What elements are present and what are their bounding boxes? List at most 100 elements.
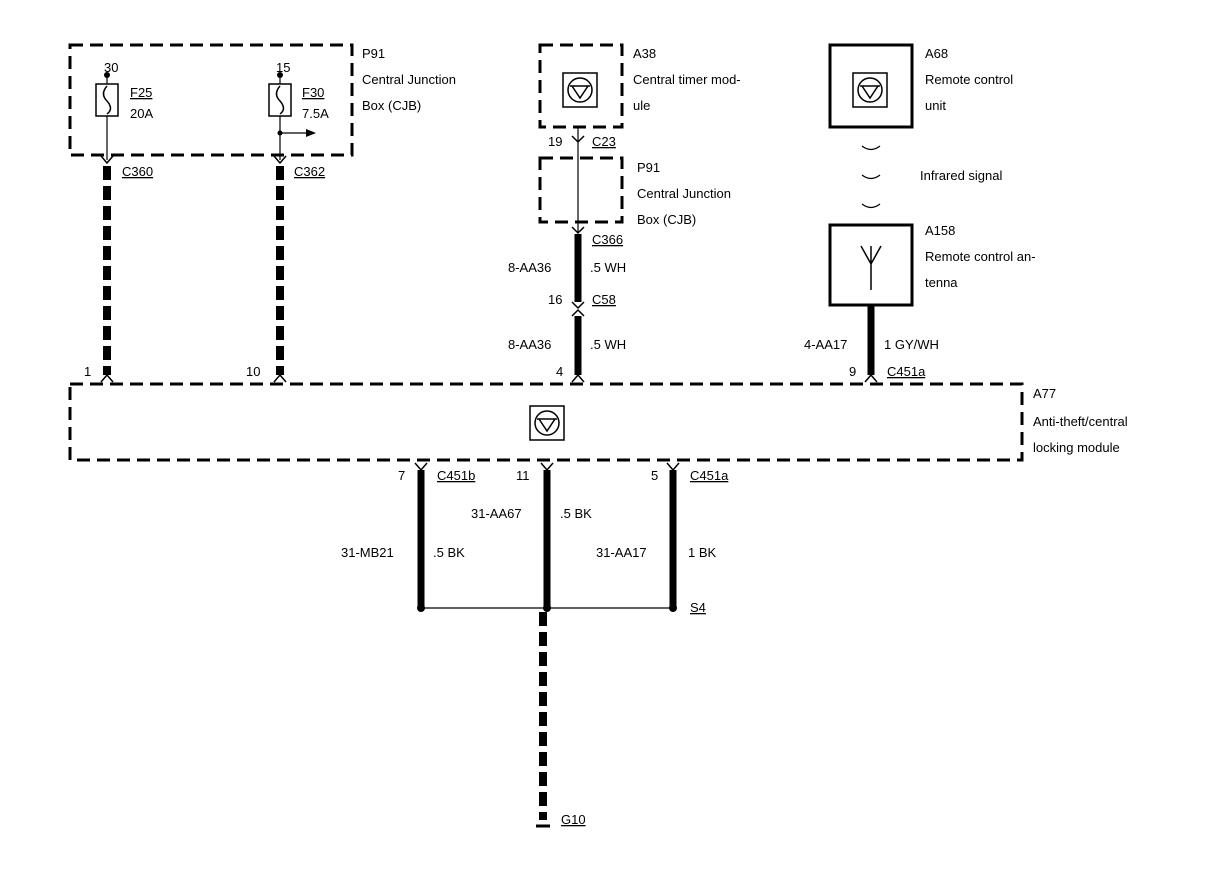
splice-dot — [669, 604, 677, 612]
connector-c366: C366 — [592, 232, 623, 247]
a77-anti-theft-module: A77 Anti-theft/central locking module — [68, 382, 1128, 462]
connector-chevron-icon — [571, 226, 585, 235]
pin-5: 5 — [651, 468, 658, 483]
a68-remote-control-unit: A68 Remote control unit — [828, 43, 1013, 129]
infrared-label: Infrared signal — [920, 168, 1002, 183]
connector-c362: C362 — [294, 164, 325, 179]
p91-top-name-2: Box (CJB) — [362, 98, 421, 113]
wire-aa36-lower-circuit: 8-AA36 — [508, 337, 551, 352]
infrared-wave-icon — [861, 203, 881, 209]
feed-wire-c362: C362 — [273, 155, 325, 375]
wire-mb21-circuit: 31-MB21 — [341, 545, 394, 560]
a38-box — [538, 43, 624, 129]
wire-aa17-top-circuit: 4-AA17 — [804, 337, 847, 352]
a77-box — [68, 382, 1024, 462]
connector-c23: C23 — [592, 134, 616, 149]
wire-aa17-bottom: 5 C451a 31-AA17 1 BK — [596, 462, 729, 606]
connector-c451a-bottom: C451a — [690, 468, 729, 483]
wire-aa17-top-spec: 1 GY/WH — [884, 337, 939, 352]
feed-wire-c360: C360 — [100, 155, 153, 375]
wire-aa17-bottom-circuit: 31-AA17 — [596, 545, 647, 560]
a77-top-pins: 1 10 4 9 C451a — [84, 364, 926, 383]
fuse-f25-id: F25 — [130, 85, 152, 100]
wire-aa67-circuit: 31-AA67 — [471, 506, 522, 521]
fuse-icon — [275, 85, 285, 115]
wire-aa17-bottom-spec: 1 BK — [688, 545, 717, 560]
a158-name-1: Remote control an- — [925, 249, 1036, 264]
connector-chevron-icon — [273, 373, 287, 383]
splice-s4: S4 — [417, 600, 706, 615]
pin-9: 9 — [849, 364, 856, 379]
a68-box — [828, 43, 914, 129]
a158-remote-control-antenna: A158 Remote control an- tenna — [828, 223, 1036, 307]
ground-g10-label: G10 — [561, 812, 586, 827]
antenna-icon — [860, 245, 882, 290]
pin-10: 10 — [246, 364, 260, 379]
a68-id: A68 — [925, 46, 948, 61]
fuse-f25-pin: 30 — [104, 60, 118, 75]
splice-dot — [417, 604, 425, 612]
p91-top-box — [68, 43, 354, 157]
wire-aa36-upper-circuit: 8-AA36 — [508, 260, 551, 275]
a38-name-2: ule — [633, 98, 650, 113]
a38-name-1: Central timer mod- — [633, 72, 741, 87]
splice-dot — [543, 604, 551, 612]
a38-id: A38 — [633, 46, 656, 61]
wire-aa36-lower-spec: .5 WH — [590, 337, 626, 352]
a68-name-2: unit — [925, 98, 946, 113]
p91-mid-box — [538, 156, 624, 224]
p91-cjb-top: P91 Central Junction Box (CJB) — [68, 43, 456, 157]
a77-name-1: Anti-theft/central — [1033, 414, 1128, 429]
connector-chevron-icon — [273, 155, 287, 165]
pin-4: 4 — [556, 364, 563, 379]
connector-chevron-icon — [100, 155, 114, 165]
connector-chevron-icon — [864, 373, 878, 383]
p91-mid-name-1: Central Junction — [637, 186, 731, 201]
fuse-f25: 30 F25 20A — [95, 60, 153, 160]
connector-c451b: C451b — [437, 468, 475, 483]
connector-chevron-icon — [571, 135, 585, 144]
fuse-f30-rating: 7.5A — [302, 106, 329, 121]
fuse-f30-pin: 15 — [276, 60, 290, 75]
fuse-f30: 15 F30 7.5A — [268, 60, 329, 160]
connector-chevron-icon — [540, 462, 554, 472]
pin-1: 1 — [84, 364, 91, 379]
a77-id: A77 — [1033, 386, 1056, 401]
fuse-icon — [102, 85, 112, 115]
p91-top-name-1: Central Junction — [362, 72, 456, 87]
pin-11: 11 — [516, 468, 530, 483]
connector-c23-group: 19 C23 — [548, 127, 616, 232]
connector-c58: C58 — [592, 292, 616, 307]
infrared-signal: Infrared signal — [861, 145, 1002, 209]
wire-aa36-upper-spec: .5 WH — [590, 260, 626, 275]
a68-name-1: Remote control — [925, 72, 1013, 87]
a38-central-timer-module: A38 Central timer mod- ule — [538, 43, 741, 129]
wire-aa17-top: 4-AA17 1 GY/WH — [804, 305, 939, 375]
wire-aa67-spec: .5 BK — [560, 506, 592, 521]
connector-chevron-icon — [666, 462, 680, 472]
infrared-wave-icon — [861, 174, 881, 180]
splice-s4-label: S4 — [690, 600, 706, 615]
connector-c360: C360 — [122, 164, 153, 179]
fuse-f25-rating: 20A — [130, 106, 153, 121]
pin-7: 7 — [398, 468, 405, 483]
wire-aa67: 11 31-AA67 .5 BK — [471, 462, 592, 606]
fuse-f30-id: F30 — [302, 85, 324, 100]
connector-chevron-icon — [100, 373, 114, 383]
p91-top-id: P91 — [362, 46, 385, 61]
wire-mb21-spec: .5 BK — [433, 545, 465, 560]
connector-c451a-top: C451a — [887, 364, 926, 379]
a77-name-2: locking module — [1033, 440, 1120, 455]
p91-mid-name-2: Box (CJB) — [637, 212, 696, 227]
ground-g10: G10 — [536, 612, 586, 828]
module-icon — [534, 410, 560, 436]
infrared-wave-icon — [861, 145, 881, 151]
a158-id: A158 — [925, 223, 955, 238]
wire-aa36: C366 8-AA36 .5 WH 16 C58 8-AA36 .5 WH — [508, 226, 626, 375]
connector-chevron-icon — [571, 301, 585, 310]
arrow-right-icon — [306, 129, 316, 137]
connector-chevron-icon — [571, 373, 585, 383]
wire-mb21: 7 C451b 31-MB21 .5 BK — [341, 462, 475, 606]
module-icon — [857, 77, 883, 103]
